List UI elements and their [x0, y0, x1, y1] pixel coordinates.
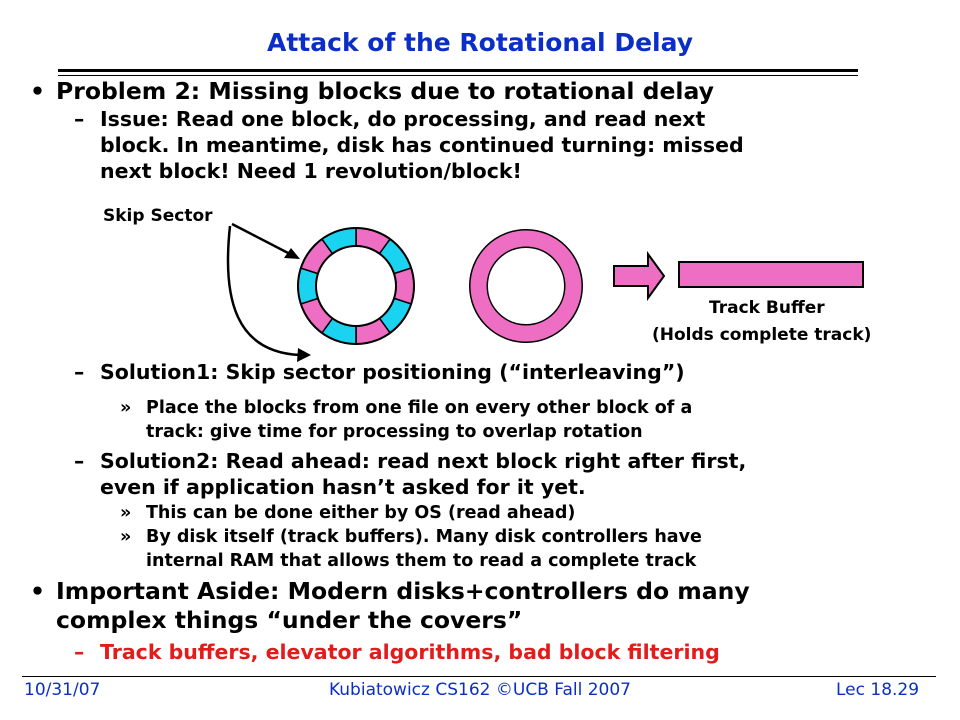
issue-line-3: next block! Need 1 revolution/block! [100, 159, 522, 183]
solution2-sub1-marker: » [120, 503, 132, 523]
bullet2-line-1: Important Aside: Modern disks+controller… [56, 577, 750, 605]
skip-arrow-top [231, 222, 291, 256]
footer-page: Lec 18.29 [836, 680, 920, 700]
bullet2-marker: • [30, 577, 46, 605]
title-rule-thin [58, 75, 858, 76]
solution2-marker: – [74, 449, 85, 473]
solution1-sub-line-2: track: give time for processing to overl… [146, 422, 643, 442]
solution2-sub2-line-1: By disk itself (track buffers). Many dis… [146, 527, 702, 547]
bullet1-text: Problem 2: Missing blocks due to rotatio… [56, 77, 714, 105]
solution1-text: Solution1: Skip sector positioning (“int… [100, 360, 685, 384]
skip-arrowhead-top [284, 248, 300, 259]
interleaved-disk [297, 227, 415, 345]
bullet2-sub-marker: – [74, 640, 85, 664]
skip-arrow-bottom [226, 225, 301, 357]
disk-outer-edge [297, 227, 415, 345]
skip-arrowhead-bottom [297, 348, 311, 362]
disk-inner-edge [315, 245, 397, 327]
solution1-sub-line-1: Place the blocks from one file on every … [146, 398, 693, 418]
solution1-marker: – [74, 360, 85, 384]
track-buffer-label: Track Buffer [709, 298, 825, 318]
block-arrow [613, 250, 666, 302]
track-buffer-sub: (Holds complete track) [652, 325, 872, 345]
footer-date: 10/31/07 [24, 680, 101, 700]
title-rule-thick [58, 69, 858, 72]
plain-disk [470, 230, 582, 342]
solution2-sub1-line-1: This can be done either by OS (read ahea… [146, 503, 576, 523]
slide-title: Attack of the Rotational Delay [267, 28, 693, 57]
bullet2-sub-text: Track buffers, elevator algorithms, bad … [100, 640, 720, 664]
bullet-marker: • [30, 77, 46, 105]
issue-marker: – [74, 107, 85, 131]
skip-sector-label: Skip Sector [103, 206, 213, 226]
track-buffer-rect [678, 261, 864, 288]
solution2-sub2-line-2: internal RAM that allows them to read a … [146, 551, 697, 571]
bullet2-line-2: complex things “under the covers” [56, 606, 523, 634]
solution2-sub2-marker: » [120, 527, 132, 547]
solution2-line-1: Solution2: Read ahead: read next block r… [100, 449, 747, 473]
issue-line-1: Issue: Read one block, do processing, an… [100, 107, 706, 131]
solution1-sub-marker: » [120, 398, 132, 418]
footer-center: Kubiatowicz CS162 ©UCB Fall 2007 [328, 680, 631, 700]
solution2-line-2: even if application hasn’t asked for it … [100, 475, 586, 499]
issue-line-2: block. In meantime, disk has continued t… [100, 133, 744, 157]
footer-rule [22, 676, 936, 677]
